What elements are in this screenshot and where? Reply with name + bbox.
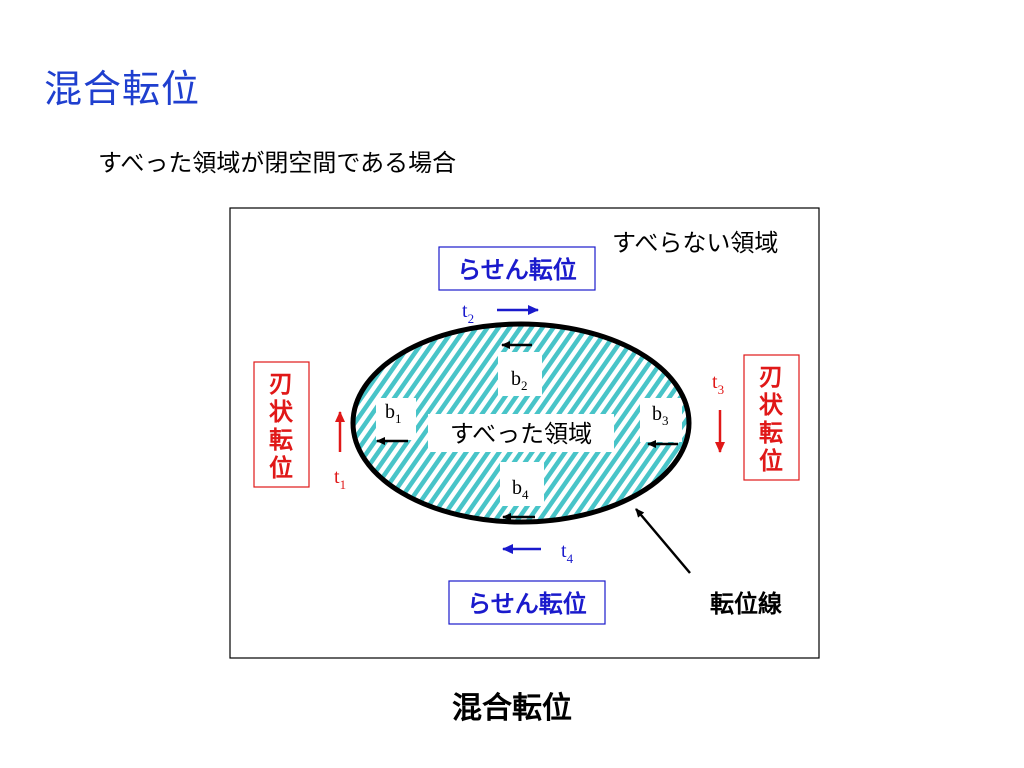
slide-subtitle: すべった領域が閉空間である場合 [98, 149, 457, 177]
edge-dislocation-left-box [253, 361, 310, 488]
dislocation-line-pointer [635, 508, 691, 574]
b1-plate [376, 398, 416, 440]
t3-label: t3 [712, 371, 724, 397]
svg-text:転: 転 [269, 426, 293, 454]
slipped-region-plate [428, 414, 614, 452]
b3-plate [640, 398, 682, 442]
screw-dislocation-top-box [438, 246, 596, 291]
dislocation-line-label: 転位線 [710, 590, 782, 618]
edge-dislocation-right-box [743, 354, 800, 481]
svg-text:転: 転 [759, 419, 783, 447]
svg-text:状: 状 [759, 391, 784, 419]
b4-label: b4 [512, 477, 529, 502]
slipped-region-label: すべった領域 [450, 420, 592, 448]
svg-text:刃: 刃 [269, 370, 293, 398]
dislocation-line-loop [350, 321, 692, 525]
screw-dislocation-top-label: らせん転位 [457, 256, 577, 284]
edge-dislocation-left-label: 刃 状 転 位 [269, 370, 294, 482]
figure-caption: 混合転位 [452, 691, 572, 726]
b3-label: b3 [652, 403, 669, 428]
t1-label: t1 [334, 466, 346, 492]
svg-text:刃: 刃 [759, 363, 783, 391]
b2-plate [498, 352, 542, 396]
b4-plate [500, 462, 544, 506]
b1-label: b1 [385, 401, 402, 426]
edge-dislocation-right-label: 刃 状 転 位 [759, 363, 784, 475]
screw-dislocation-bottom-label: らせん転位 [467, 590, 587, 618]
b2-label: b2 [511, 368, 528, 393]
unslipped-region-label: すべらない領域 [612, 229, 778, 257]
screw-dislocation-bottom-box [448, 580, 606, 625]
slide-title: 混合転位 [44, 67, 201, 111]
t4-label: t4 [561, 540, 574, 566]
svg-text:状: 状 [269, 398, 294, 426]
svg-text:位: 位 [269, 454, 293, 482]
t2-label: t2 [462, 300, 474, 326]
svg-text:位: 位 [759, 447, 783, 475]
